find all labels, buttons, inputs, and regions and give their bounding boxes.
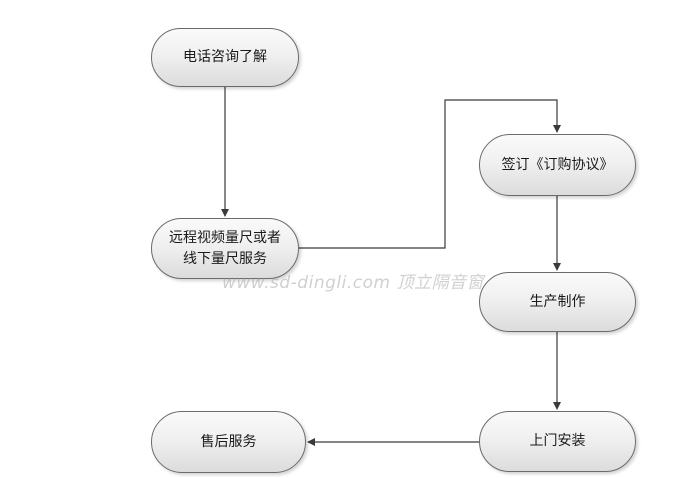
node-installation: 上门安装 xyxy=(479,411,636,472)
node-phone-consult: 电话咨询了解 xyxy=(151,28,299,87)
node-sign-agreement: 签订《订购协议》 xyxy=(479,134,636,196)
node-installation-label: 上门安装 xyxy=(529,433,586,449)
node-production: 生产制作 xyxy=(479,272,636,332)
node-production-label: 生产制作 xyxy=(529,293,586,310)
node-phone-consult-label: 电话咨询了解 xyxy=(183,49,267,65)
node-after-sales-label: 售后服务 xyxy=(200,433,257,450)
edge-measure-to-sign xyxy=(299,99,561,249)
node-remote-measure-label: 远程视频量尺或者 线下量尺服务 xyxy=(169,229,281,267)
node-sign-agreement-label: 签订《订购协议》 xyxy=(501,156,614,173)
node-remote-measure: 远程视频量尺或者 线下量尺服务 xyxy=(151,218,299,279)
node-after-sales: 售后服务 xyxy=(151,411,306,473)
